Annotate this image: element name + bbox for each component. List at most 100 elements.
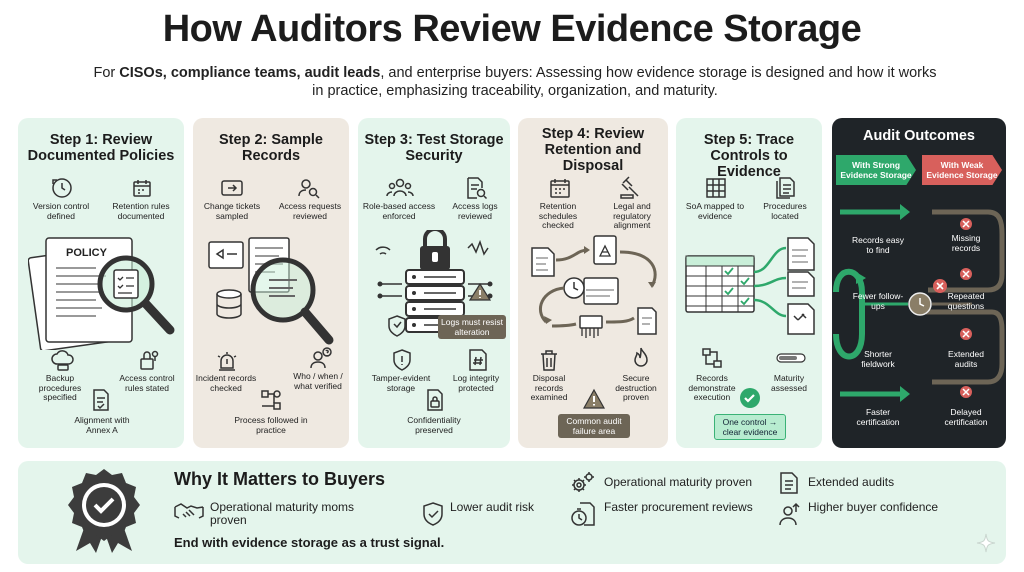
step3-item: Confidentiality preserved	[407, 415, 461, 435]
step5-item: Maturity assessed	[771, 373, 807, 393]
record-magnifier-icon	[203, 232, 343, 352]
outcome-flow-diagram	[832, 194, 1006, 434]
badge-check-icon	[66, 467, 142, 553]
weak-header: With Weak Evidence Storage	[922, 155, 1002, 185]
step3-item: Access logs reviewed	[452, 201, 498, 221]
step2-item: Who / when / what verified	[293, 371, 343, 391]
lock-key-icon	[136, 348, 160, 372]
retention-cycle-diagram	[524, 230, 664, 342]
warning-icon	[582, 388, 606, 410]
step1-item: Version control defined	[32, 201, 90, 221]
buyer-item: Higher buyer confidence	[808, 500, 939, 514]
step1-item: Retention rules documented	[112, 201, 170, 221]
step5-item: SoA mapped to evidence	[685, 201, 745, 221]
step3-item: Role-based access enforced	[362, 201, 436, 221]
stopwatch-document-icon	[570, 501, 596, 527]
step4-item: Disposal records examined	[530, 373, 568, 402]
progress-bar-icon	[776, 352, 806, 364]
strong-outcome: Faster certification	[856, 407, 900, 427]
step5-item: Records demonstrate execution	[688, 373, 736, 402]
buyer-item: Extended audits	[808, 475, 895, 489]
handshake-icon	[174, 501, 204, 523]
weak-outcome: Delayed certification	[944, 407, 988, 427]
control-mapping-diagram	[682, 236, 822, 340]
page-title: How Auditors Review Evidence Storage	[162, 8, 862, 50]
strong-outcome: Fewer follow-ups	[852, 291, 904, 311]
step1-item: Access control rules stated	[119, 373, 175, 393]
step1-title: Step 1: Review Documented Policies	[27, 132, 175, 164]
step4-item: Retention schedules checked	[538, 201, 578, 230]
buyers-closing: End with evidence storage as a trust sig…	[174, 535, 445, 550]
step4-warning: Common audit failure area	[558, 414, 630, 438]
buyer-item: Lower audit risk	[450, 500, 535, 514]
incident-alarm-icon	[215, 350, 239, 372]
buyers-title: Why It Matters to Buyers	[174, 469, 386, 489]
gavel-icon	[618, 176, 644, 200]
step5-highlight: One control → clear evidence	[714, 414, 786, 440]
step3-title: Step 3: Test Storage Security	[364, 132, 504, 164]
strong-outcome: Records easy to find	[852, 235, 904, 255]
step1-item: Alignment with Annex A	[74, 415, 130, 435]
step4-item: Secure destruction proven	[615, 373, 657, 402]
step3-card: Step 3: Test Storage Security Role-based…	[358, 118, 510, 448]
fire-icon	[630, 346, 652, 370]
buyer-item: Faster procurement reviews	[604, 500, 753, 514]
step3-warning: Logs must resist alteration	[438, 315, 506, 339]
strong-header: With Strong Evidence Storage	[836, 155, 916, 185]
step5-item: Procedures located	[763, 201, 807, 221]
ticket-icon	[219, 176, 245, 200]
document-stack-icon	[774, 176, 798, 200]
step2-item: Change tickets sampled	[203, 201, 261, 221]
hash-document-icon	[466, 348, 490, 372]
outcomes-title: Audit Outcomes	[863, 128, 975, 144]
buyer-item: Operational maturity moms proven	[210, 500, 355, 527]
sparkle-icon	[976, 533, 996, 553]
document-lines-icon	[778, 471, 800, 495]
grid-table-icon	[704, 176, 728, 200]
step5-title: Step 5: Trace Controls to Evidence	[703, 132, 795, 180]
outcomes-card: Audit Outcomes With Strong Evidence Stor…	[832, 118, 1006, 448]
cloud-backup-icon	[50, 348, 76, 372]
step5-card: Step 5: Trace Controls to Evidence SoA m…	[676, 118, 822, 448]
strong-outcome: Shorter fieldwork	[861, 349, 895, 369]
user-question-icon	[309, 346, 333, 370]
schedule-calendar-icon	[548, 176, 572, 200]
user-growth-icon	[778, 501, 802, 527]
weak-outcome: Missing records	[951, 233, 981, 253]
tamper-seal-icon	[390, 348, 414, 372]
process-flow-icon	[259, 388, 283, 412]
check-circle-icon	[738, 386, 762, 410]
weak-outcome: Repeated questions	[947, 291, 985, 311]
user-search-icon	[297, 176, 321, 200]
log-file-search-icon	[464, 176, 488, 200]
clock-icon	[50, 176, 74, 200]
step1-item: Backup procedures specified	[38, 373, 82, 402]
page-subtitle: For CISOs, compliance teams, audit leads…	[93, 65, 937, 99]
buyer-item: Operational maturity proven	[604, 475, 753, 489]
calendar-icon	[130, 176, 154, 200]
secure-server-icon	[372, 230, 498, 338]
step1-card: Step 1: Review Documented Policies Versi…	[18, 118, 184, 448]
policy-label: POLICY	[66, 247, 108, 259]
policy-document-icon: POLICY	[28, 230, 178, 350]
step4-item: Legal and regulatory alignment	[613, 201, 651, 230]
lock-document-icon	[424, 388, 446, 412]
step4-title: Step 4: Review Retention and Disposal	[541, 126, 645, 174]
step2-item: Access requests reviewed	[278, 201, 342, 221]
records-flow-icon	[700, 346, 724, 370]
step2-item: Incident records checked	[195, 373, 257, 393]
step2-item: Process followed in practice	[234, 415, 308, 435]
buyers-panel: Why It Matters to Buyers Operational mat…	[18, 461, 1006, 564]
shield-check-icon	[422, 501, 444, 527]
step4-card: Step 4: Review Retention and Disposal Re…	[518, 118, 668, 448]
step2-title: Step 2: Sample Records	[219, 132, 323, 164]
gears-icon	[570, 471, 596, 495]
document-check-icon	[90, 388, 112, 412]
shield-icon	[386, 314, 408, 338]
trash-icon	[538, 348, 560, 372]
step3-item: Tamper-evident storage	[371, 373, 431, 393]
users-group-icon	[386, 176, 414, 200]
weak-outcome: Extended audits	[948, 349, 984, 369]
step3-item: Log integrity protected	[452, 373, 500, 393]
step2-card: Step 2: Sample Records Change tickets sa…	[193, 118, 349, 448]
